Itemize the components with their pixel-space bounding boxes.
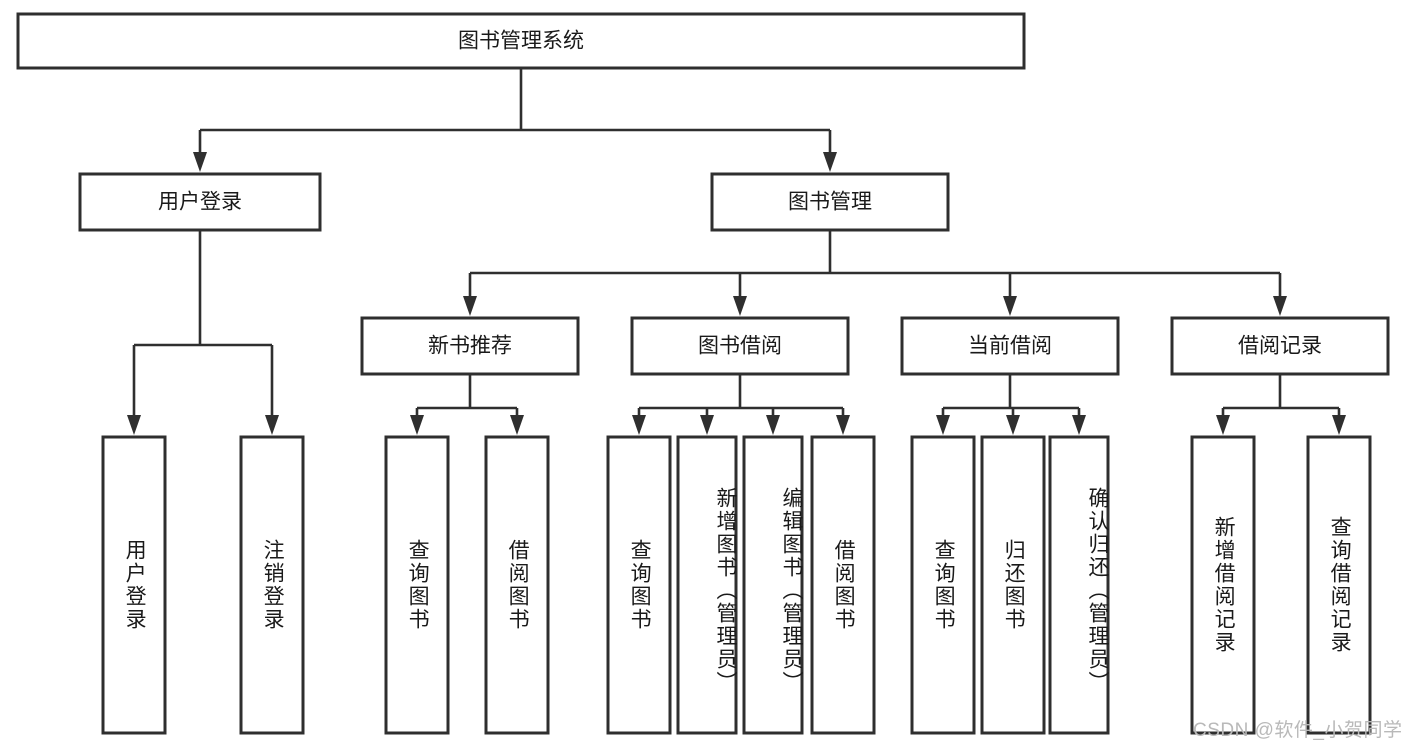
arrow-head-icon <box>733 296 747 316</box>
arrow-head-icon <box>632 415 646 435</box>
arrow-head-icon <box>193 152 207 172</box>
arrow-head-icon <box>700 415 714 435</box>
arrow-head-icon <box>1216 415 1230 435</box>
arrow-head-icon <box>1006 415 1020 435</box>
arrow-head-icon <box>1003 296 1017 316</box>
node-book-manage[interactable] <box>710 172 950 232</box>
node-book-borrow[interactable] <box>630 316 850 376</box>
arrow-head-icon <box>463 296 477 316</box>
node-root[interactable] <box>16 12 1026 70</box>
arrow-head-icon <box>836 415 850 435</box>
arrow-head-icon <box>265 415 279 435</box>
arrow-head-icon <box>823 152 837 172</box>
node-user-login-label: 用户登录 <box>158 191 242 214</box>
arrow-head-icon <box>936 415 950 435</box>
node-book-manage-label: 图书管理 <box>788 191 872 214</box>
node-new-book-recommend[interactable] <box>360 316 580 376</box>
arrow-head-icon <box>1332 415 1346 435</box>
node-leaf-user-login[interactable] <box>101 435 167 735</box>
node-leaf-query-record[interactable] <box>1306 435 1372 735</box>
node-leaf-query-book-3[interactable] <box>910 435 976 735</box>
node-book-borrow-label: 图书借阅 <box>698 335 782 358</box>
node-leaf-add-record[interactable] <box>1190 435 1256 735</box>
node-current-borrow-label: 当前借阅 <box>968 335 1052 358</box>
node-leaf-borrow-book-1[interactable] <box>484 435 550 735</box>
node-leaf-query-book-2[interactable] <box>606 435 672 735</box>
node-leaf-add-book[interactable] <box>676 435 738 735</box>
node-leaf-edit-book[interactable] <box>742 435 804 735</box>
node-leaf-return-book[interactable] <box>980 435 1046 735</box>
node-leaf-query-book-1[interactable] <box>384 435 450 735</box>
boxes-layer <box>16 12 1390 735</box>
arrow-head-icon <box>1072 415 1086 435</box>
arrow-head-icon <box>127 415 141 435</box>
arrow-head-icon <box>1273 296 1287 316</box>
arrow-head-icon <box>510 415 524 435</box>
node-leaf-confirm-return[interactable] <box>1048 435 1110 735</box>
node-leaf-logout[interactable] <box>239 435 305 735</box>
connectors-layer <box>127 68 1346 435</box>
node-user-login[interactable] <box>78 172 322 232</box>
node-new-book-recommend-label: 新书推荐 <box>428 335 512 358</box>
arrow-head-icon <box>766 415 780 435</box>
node-borrow-record-label: 借阅记录 <box>1238 335 1322 358</box>
node-leaf-borrow-book-2[interactable] <box>810 435 876 735</box>
arrow-head-icon <box>410 415 424 435</box>
node-root-label: 图书管理系统 <box>458 30 584 53</box>
csdn-watermark: CSDN @软件_小贺同学 <box>1193 720 1403 741</box>
node-borrow-record[interactable] <box>1170 316 1390 376</box>
node-current-borrow[interactable] <box>900 316 1120 376</box>
